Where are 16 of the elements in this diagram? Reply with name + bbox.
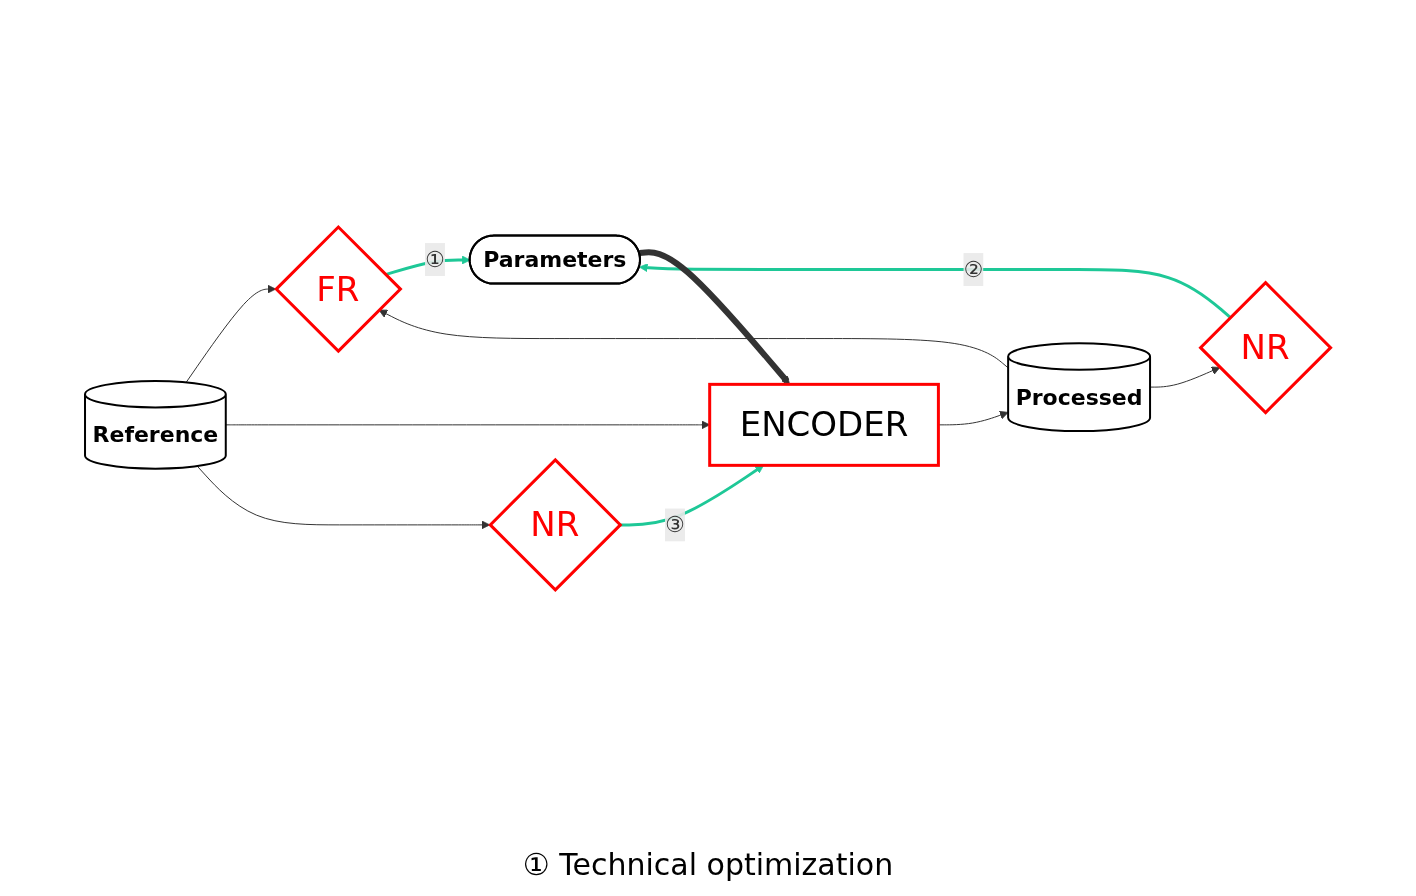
node-box: ENCODER <box>708 382 941 467</box>
arrow <box>639 249 791 385</box>
node-diamond: FR <box>274 224 403 354</box>
edge-label: ① <box>425 247 445 273</box>
arrow <box>1149 366 1221 388</box>
footnote-text: ① Technical optimization <box>522 847 894 882</box>
arrow <box>938 411 1009 426</box>
edge-label: ③ <box>665 512 685 538</box>
arrow <box>196 465 491 530</box>
arrow <box>620 465 765 527</box>
node-diamond: NR <box>488 457 623 593</box>
edge-label: ② <box>963 257 984 283</box>
arrow <box>639 263 1232 319</box>
arrow <box>378 309 1009 369</box>
node-diamond: NR <box>1198 280 1333 415</box>
arrow <box>185 284 277 383</box>
